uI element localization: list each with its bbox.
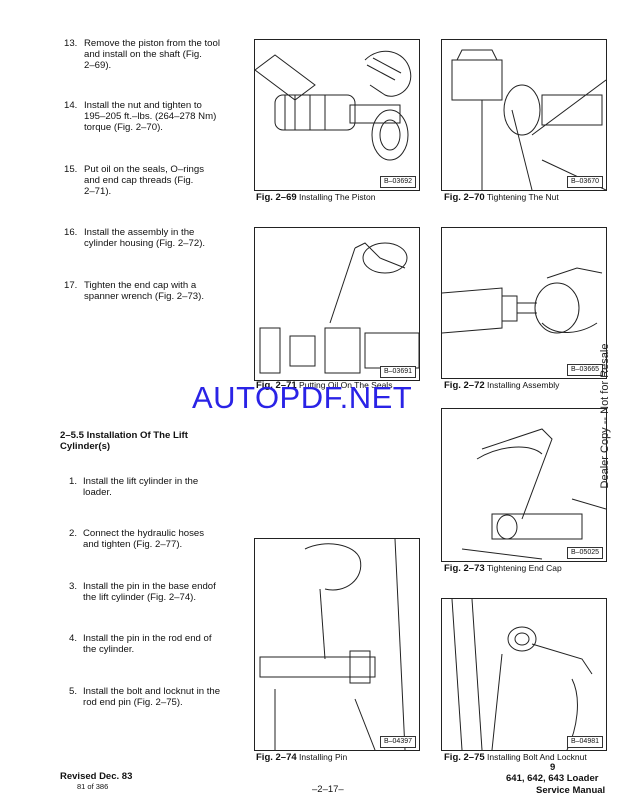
- step-text: Install the bolt and locknut in the rod …: [83, 686, 221, 708]
- step-text: Remove the piston from the tool and inst…: [84, 38, 220, 71]
- footer-manual: Service Manual: [536, 785, 606, 796]
- piston-tool-icon: [255, 50, 412, 161]
- figure-2-73-caption: Fig. 2–73 Tightening End Cap: [444, 563, 562, 574]
- watermark-text: AUTOPDF.NET: [192, 380, 413, 415]
- step-number: 5.: [69, 686, 78, 697]
- figure-caption-text: Installing Assembly: [487, 380, 560, 390]
- step-number: 3.: [69, 581, 78, 592]
- figure-2-74-caption: Fig. 2–74 Installing Pin: [256, 752, 347, 763]
- figure-caption-text: Tightening End Cap: [486, 563, 562, 573]
- step-number: 16.: [64, 227, 78, 238]
- figure-2-72-caption: Fig. 2–72 Installing Assembly: [444, 380, 559, 391]
- figure-label: Fig. 2–69: [256, 192, 297, 203]
- step-text: Install the assembly in the cylinder hou…: [84, 227, 206, 249]
- figure-2-69-caption: Fig. 2–69 Installing The Piston: [256, 192, 375, 203]
- step-number: 14.: [64, 100, 78, 111]
- section-heading: 2–5.5 Installation Of The Lift Cylinder(…: [60, 430, 188, 452]
- step-number: 1.: [69, 476, 78, 487]
- side-watermark: Dealer Copy -- Not for Resale: [599, 343, 611, 489]
- figure-label: Fig. 2–72: [444, 380, 485, 391]
- figure-2-70-caption: Fig. 2–70 Tightening The Nut: [444, 192, 559, 203]
- bolt-locknut-icon: [451, 599, 593, 750]
- figure-2-71-caption: Fig. 2–71 Putting Oil On The Seals: [256, 380, 392, 391]
- figure-code: B–05025: [566, 547, 603, 559]
- footer-page-count: 81 of 386: [77, 782, 109, 791]
- figure-code: B–03692: [379, 176, 416, 188]
- figure-label: Fig. 2–73: [444, 563, 485, 574]
- figure-code: B–03691: [379, 366, 416, 378]
- figure-2-75-caption: Fig. 2–75 Installing Bolt And Locknut: [444, 752, 587, 763]
- figure-2-73-illustration: B–05025: [441, 408, 607, 562]
- figure-caption-text: Installing The Piston: [299, 192, 376, 202]
- installing-assembly-icon: [442, 267, 603, 334]
- step-text: Install the pin in the base endof the li…: [83, 581, 216, 603]
- step-text: Put oil on the seals, O–rings and end ca…: [84, 164, 204, 197]
- spanner-wrench-icon: [461, 428, 606, 560]
- figure-2-70-illustration: B–03670: [441, 39, 607, 191]
- figure-caption-text: Installing Pin: [299, 752, 348, 762]
- installing-pin-icon: [259, 539, 406, 750]
- footer-page-index: 9: [550, 762, 556, 773]
- step-number: 4.: [69, 633, 78, 644]
- step-number: 15.: [64, 164, 78, 175]
- figure-label: Fig. 2–75: [444, 752, 485, 763]
- figure-2-75-illustration: B–04981: [441, 598, 607, 751]
- figure-code: B–04397: [379, 736, 416, 748]
- figure-2-74-illustration: B–04397: [254, 538, 420, 751]
- step-number: 2.: [69, 528, 78, 539]
- footer-revised: Revised Dec. 83: [60, 771, 133, 782]
- tightening-nut-icon: [451, 49, 606, 190]
- step-text: Install the lift cylinder in the loader.: [83, 476, 199, 498]
- figure-code: B–03665: [566, 364, 603, 376]
- figure-2-71-illustration: B–03691: [254, 227, 420, 381]
- figure-code: B–04981: [566, 736, 603, 748]
- figure-label: Fig. 2–70: [444, 192, 485, 203]
- figure-caption-text: Tightening The Nut: [486, 192, 559, 202]
- step-number: 17.: [64, 280, 78, 291]
- step-text: Connect the hydraulic hoses and tighten …: [83, 528, 205, 550]
- step-number: 13.: [64, 38, 78, 49]
- step-text: Tighten the end cap with a spanner wrenc…: [84, 280, 204, 302]
- step-text: Install the nut and tighten to 195–205 f…: [84, 100, 217, 133]
- oil-seals-icon: [259, 242, 419, 374]
- footer-model: 641, 642, 643 Loader: [506, 773, 599, 784]
- figure-2-72-illustration: B–03665: [441, 227, 607, 379]
- figure-caption-text: Installing Bolt And Locknut: [487, 752, 587, 762]
- figure-label: Fig. 2–74: [256, 752, 297, 763]
- figure-label: Fig. 2–71: [256, 380, 297, 391]
- figure-2-69-illustration: B–03692: [254, 39, 420, 191]
- figure-caption-text: Putting Oil On The Seals: [299, 380, 393, 390]
- figure-code: B–03670: [566, 176, 603, 188]
- step-text: Install the pin in the rod end of the cy…: [83, 633, 212, 655]
- footer-page-number: –2–17–: [312, 784, 344, 795]
